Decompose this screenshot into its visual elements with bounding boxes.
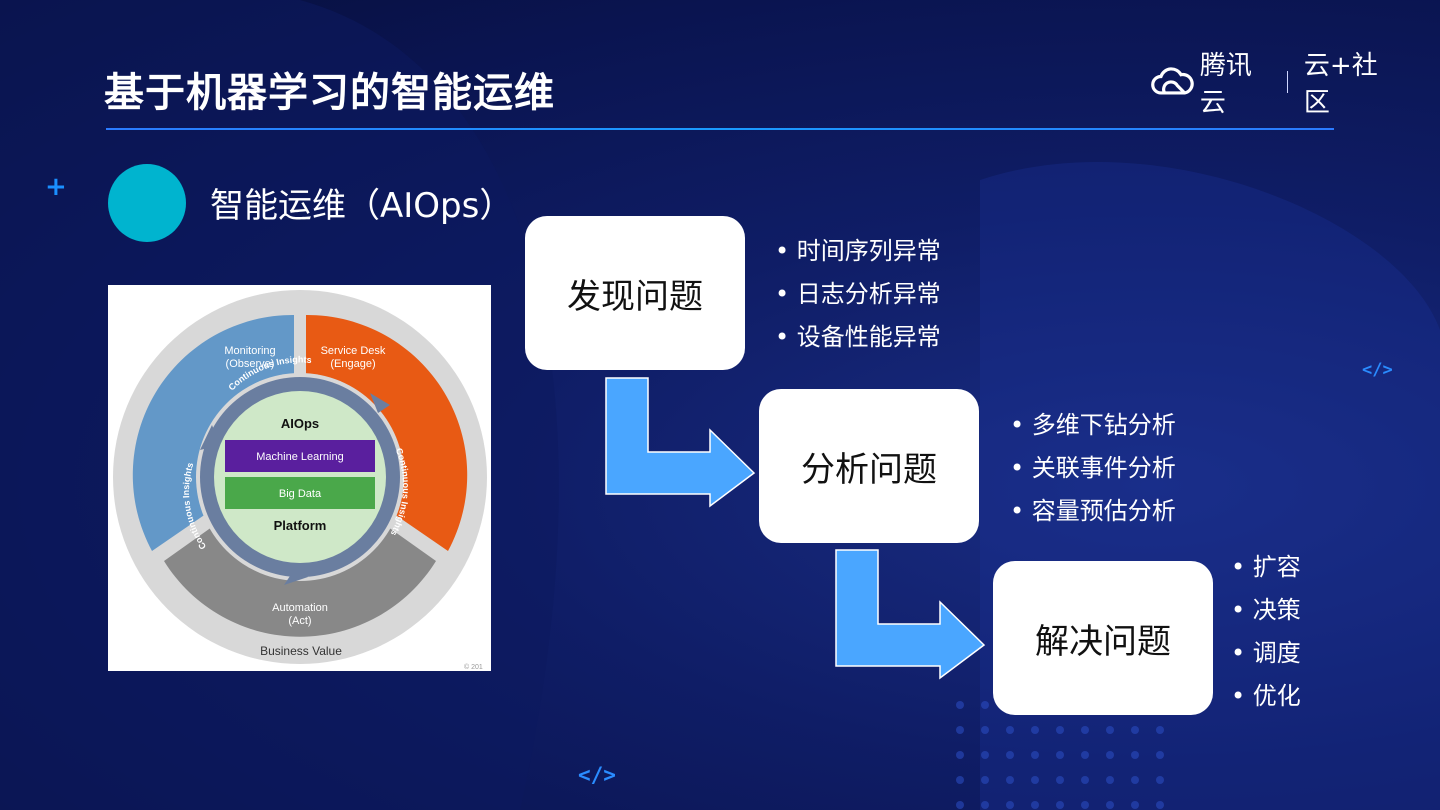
automation-label: Automation (272, 602, 328, 614)
list-item: 日志分析异常 (775, 273, 941, 316)
step-label: 分析问题 (801, 449, 937, 490)
aiops-cycle-diagram: Continuous Insights Continuous Insights … (113, 290, 487, 671)
step-box-analyze: 分析问题 (759, 389, 979, 543)
step-label: 发现问题 (567, 276, 703, 317)
cycle-arrow-head (370, 393, 390, 413)
service-desk-label: Service Desk (321, 345, 386, 357)
cycle-arrow-head (284, 567, 308, 585)
slide-title: 基于机器学习的智能运维 (104, 70, 555, 116)
monitoring-label: Monitoring (224, 345, 275, 357)
discover-bullets: 时间序列异常 日志分析异常 设备性能异常 (775, 230, 941, 359)
flow-arrow-icon (835, 549, 986, 680)
list-item: 决策 (1231, 589, 1301, 632)
list-item: 调度 (1231, 632, 1301, 675)
business-value-label: Business Value (260, 644, 342, 658)
list-item: 设备性能异常 (775, 316, 941, 359)
logo-divider (1287, 71, 1288, 93)
step-box-resolve: 解决问题 (993, 561, 1213, 715)
monitoring-sublabel: (Observe) (226, 358, 275, 370)
big-data-label: Big Data (279, 488, 322, 500)
section-bullet-circle (108, 164, 186, 242)
machine-learning-layer (225, 440, 375, 472)
step-label: 解决问题 (1035, 621, 1171, 662)
community-name: 云+社区 (1303, 51, 1378, 118)
section-heading: 智能运维（AIOps） (210, 186, 514, 226)
analyze-bullets: 多维下钻分析 关联事件分析 容量预估分析 (1010, 404, 1176, 533)
machine-learning-label: Machine Learning (256, 451, 343, 463)
platform-label: Platform (274, 518, 327, 533)
list-item: 优化 (1231, 675, 1301, 718)
cloud-icon (1151, 67, 1194, 95)
brand-logo: 腾讯云 云+社区 (1150, 51, 1395, 118)
automation-sublabel: (Act) (288, 615, 311, 627)
list-item: 多维下钻分析 (1010, 404, 1176, 447)
service-desk-sublabel: (Engage) (330, 358, 375, 370)
title-underline (106, 128, 1334, 130)
code-tag-icon: </> (578, 763, 616, 787)
big-data-layer (225, 477, 375, 509)
resolve-bullets: 扩容 决策 调度 优化 (1231, 546, 1301, 718)
plus-icon: + (45, 172, 67, 202)
aiops-diagram: Continuous Insights Continuous Insights … (108, 285, 491, 671)
list-item: 容量预估分析 (1010, 490, 1176, 533)
flow-arrow-icon (605, 377, 756, 508)
aiops-center-title: AIOps (281, 416, 319, 431)
copyright-text: © 201 (464, 663, 483, 671)
list-item: 关联事件分析 (1010, 447, 1176, 490)
step-box-discover: 发现问题 (525, 216, 745, 370)
list-item: 扩容 (1231, 546, 1301, 589)
brand-name: 腾讯云 (1199, 51, 1252, 118)
code-tag-icon: </> (1362, 360, 1393, 380)
list-item: 时间序列异常 (775, 230, 941, 273)
cycle-arrow-head (200, 425, 220, 450)
dot-grid (956, 701, 1164, 809)
